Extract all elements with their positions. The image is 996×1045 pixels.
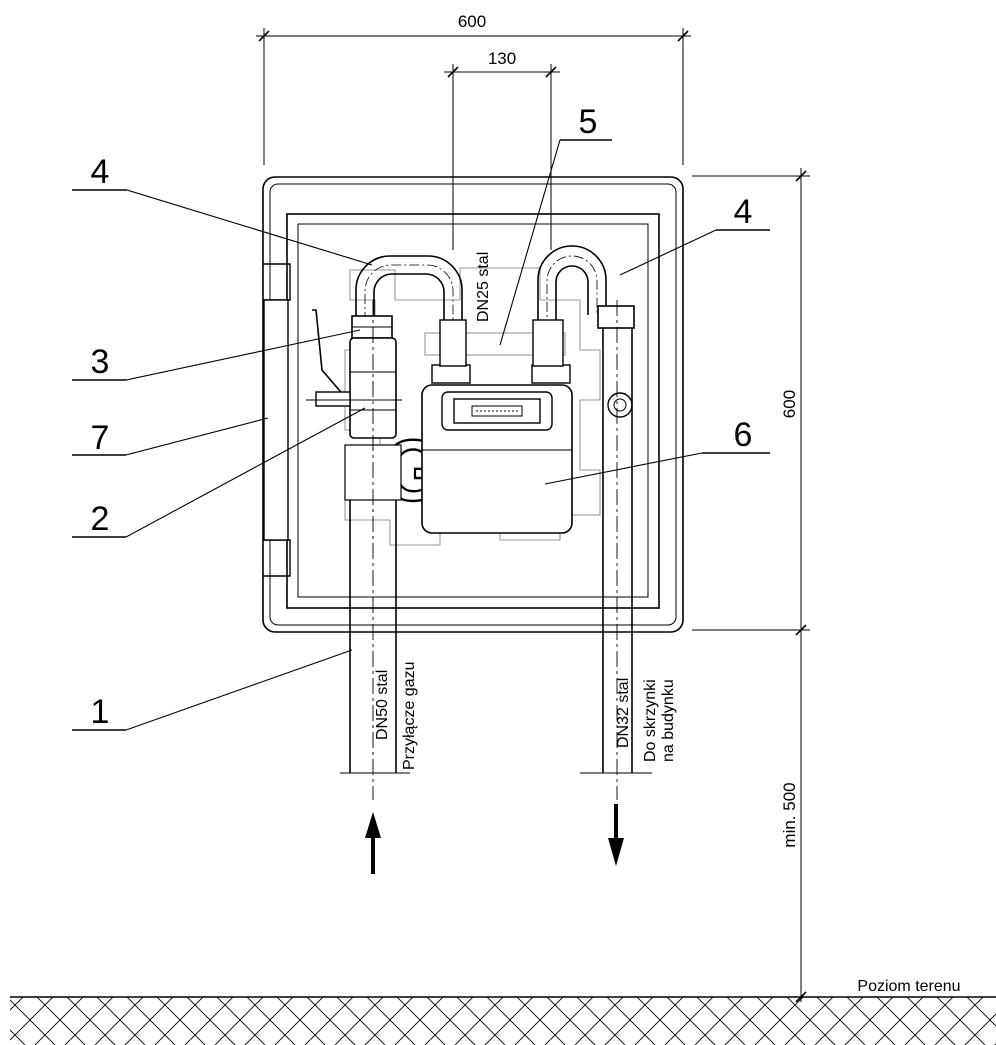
label-outlet-line2: na budynku — [660, 679, 677, 762]
callout-6: 6 — [734, 416, 753, 454]
outlet-pipe — [580, 300, 652, 800]
gas-meter — [421, 364, 573, 534]
inlet-pipe — [340, 300, 410, 800]
dim-meter-spacing: 130 — [488, 49, 516, 68]
callout-1: 1 — [91, 693, 110, 731]
callout-leaders — [72, 139, 770, 731]
dim-total-width: 600 — [458, 12, 486, 31]
dim-min-height: min. 500 — [780, 782, 799, 847]
cabinet — [262, 176, 684, 633]
dimension-lines — [256, 28, 810, 1003]
callout-2: 2 — [91, 500, 110, 538]
label-dn50: DN50 stal — [374, 670, 391, 740]
label-outlet-line1: Do skrzynki — [642, 679, 659, 762]
outlet-u-bend — [532, 245, 635, 367]
callout-7: 7 — [91, 419, 110, 457]
outlet-flow-arrow — [608, 804, 624, 866]
ground — [10, 996, 996, 1045]
label-dn25: DN25 stal — [475, 252, 492, 322]
ground-label: Poziom terenu — [857, 978, 960, 995]
callout-5: 5 — [579, 103, 598, 141]
inlet-flow-arrow — [365, 812, 381, 874]
callout-4-left: 4 — [91, 153, 110, 191]
inlet-u-bend — [351, 255, 467, 367]
dim-box-height: 600 — [780, 390, 799, 418]
callout-4-right: 4 — [734, 193, 753, 231]
callout-3: 3 — [91, 343, 110, 381]
label-dn32: DN32 stal — [615, 678, 632, 748]
label-inlet: Przyłącze gazu — [401, 662, 418, 771]
